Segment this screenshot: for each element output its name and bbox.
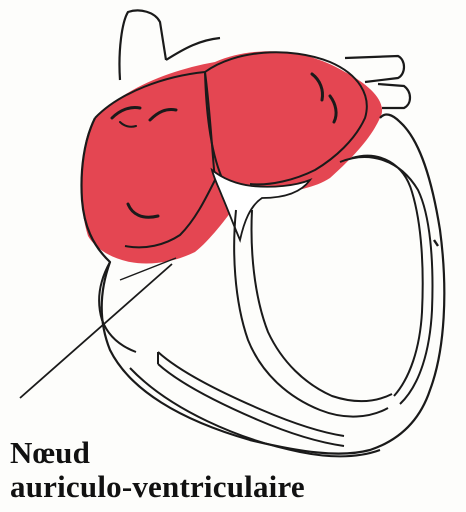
septum-right-line: [252, 210, 392, 401]
label-line-1: Nœud: [10, 436, 305, 470]
pulmonary-vessel-lower: [378, 84, 410, 108]
atria-shaded-region: [81, 51, 382, 263]
right-ventricle-wall: [158, 352, 344, 446]
septum-left-line: [234, 210, 388, 417]
av-node-label: Nœud auriculo-ventriculaire: [10, 436, 305, 504]
left-ventricle-wall: [340, 156, 432, 404]
label-line-2: auriculo-ventriculaire: [10, 470, 305, 504]
left-ventricle-tick: [434, 240, 438, 246]
label-leader-line: [20, 264, 172, 398]
